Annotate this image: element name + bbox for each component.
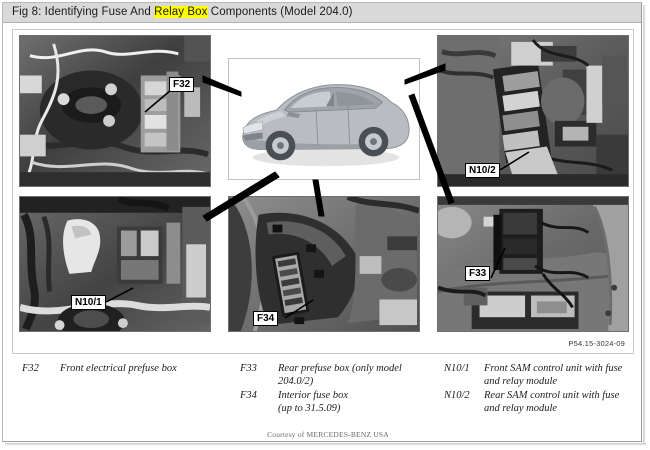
photo-panel-bottom-center <box>228 196 420 332</box>
legend-key: N10/2 <box>444 390 470 401</box>
legend-key: F33 <box>240 363 257 374</box>
figure-titlebar: Fig 8: Identifying Fuse And Relay Box Co… <box>3 3 641 23</box>
figure-panel: F32 N10/2 N10/1 F34 F33 P54.15-3024-09 <box>12 29 634 354</box>
photo-panel-top-left <box>19 35 211 187</box>
callout-label-f34: F34 <box>253 311 279 326</box>
figure-title: Fig 8: Identifying Fuse And Relay Box Co… <box>12 6 353 18</box>
legend-description: Front electrical prefuse box <box>60 363 237 376</box>
legend-column-3: N10/1 Front SAM control unit with fuse a… <box>444 363 634 417</box>
legend-line: and relay module <box>484 375 558 387</box>
courtesy-note: Courtesy of MERCEDES-BENZ USA <box>267 430 389 439</box>
legend-description: Rear prefuse box (only model 204.0/2) <box>278 363 440 388</box>
legend-line: Interior fuse box <box>278 390 348 401</box>
window-shadow-right <box>643 5 646 445</box>
callout-label-n10-1: N10/1 <box>71 295 106 310</box>
legend-line: (up to 31.5.09) <box>278 402 341 414</box>
outer-frame: Fig 8: Identifying Fuse And Relay Box Co… <box>2 2 642 442</box>
photo-top-left-graphic <box>20 36 210 186</box>
legend-description: Interior fuse box (up to 31.5.09) <box>278 390 440 415</box>
legend-line: and relay module <box>484 402 558 414</box>
legend-key: F32 <box>22 363 39 374</box>
window-shadow-bottom <box>5 443 646 446</box>
photo-bottom-left-graphic <box>20 197 210 331</box>
title-highlight-relay-box: Relay Box <box>154 6 208 18</box>
callout-label-f33: F33 <box>465 266 491 281</box>
callout-label-n10-2: N10/2 <box>465 163 500 178</box>
legend-entry: N10/1 Front SAM control unit with fuse a… <box>444 363 634 388</box>
legend-line: Rear SAM control unit with fuse <box>484 390 620 401</box>
title-suffix: Components (Model 204.0) <box>207 6 353 18</box>
vehicle-overview-panel <box>228 58 420 180</box>
legend-description: Rear SAM control unit with fuse and rela… <box>484 390 634 415</box>
legend-column-2: F33 Rear prefuse box (only model 204.0/2… <box>240 363 440 417</box>
legend-line: 204.0/2) <box>278 375 314 387</box>
legend-key: N10/1 <box>444 363 470 374</box>
legend-column-1: F32 Front electrical prefuse box <box>22 363 237 378</box>
legend-line: Front electrical prefuse box <box>60 363 177 374</box>
figure-legend: F32 Front electrical prefuse box F33 Rea… <box>12 363 634 423</box>
vehicle-illustration <box>229 59 419 179</box>
legend-entry: F34 Interior fuse box (up to 31.5.09) <box>240 390 440 415</box>
photo-panel-bottom-left <box>19 196 211 332</box>
legend-key: F34 <box>240 390 257 401</box>
photo-panel-bottom-right <box>437 196 629 332</box>
callout-label-f32: F32 <box>169 77 195 92</box>
title-prefix: Fig 8: Identifying Fuse And <box>12 6 155 18</box>
legend-line: Rear prefuse box (only model <box>278 363 402 374</box>
photo-bottom-right-graphic <box>438 197 628 331</box>
drawing-number: P54.15-3024-09 <box>568 339 625 348</box>
legend-entry: F32 Front electrical prefuse box <box>22 363 237 376</box>
legend-entry: F33 Rear prefuse box (only model 204.0/2… <box>240 363 440 388</box>
legend-description: Front SAM control unit with fuse and rel… <box>484 363 634 388</box>
legend-line: Front SAM control unit with fuse <box>484 363 623 374</box>
legend-entry: N10/2 Rear SAM control unit with fuse an… <box>444 390 634 415</box>
